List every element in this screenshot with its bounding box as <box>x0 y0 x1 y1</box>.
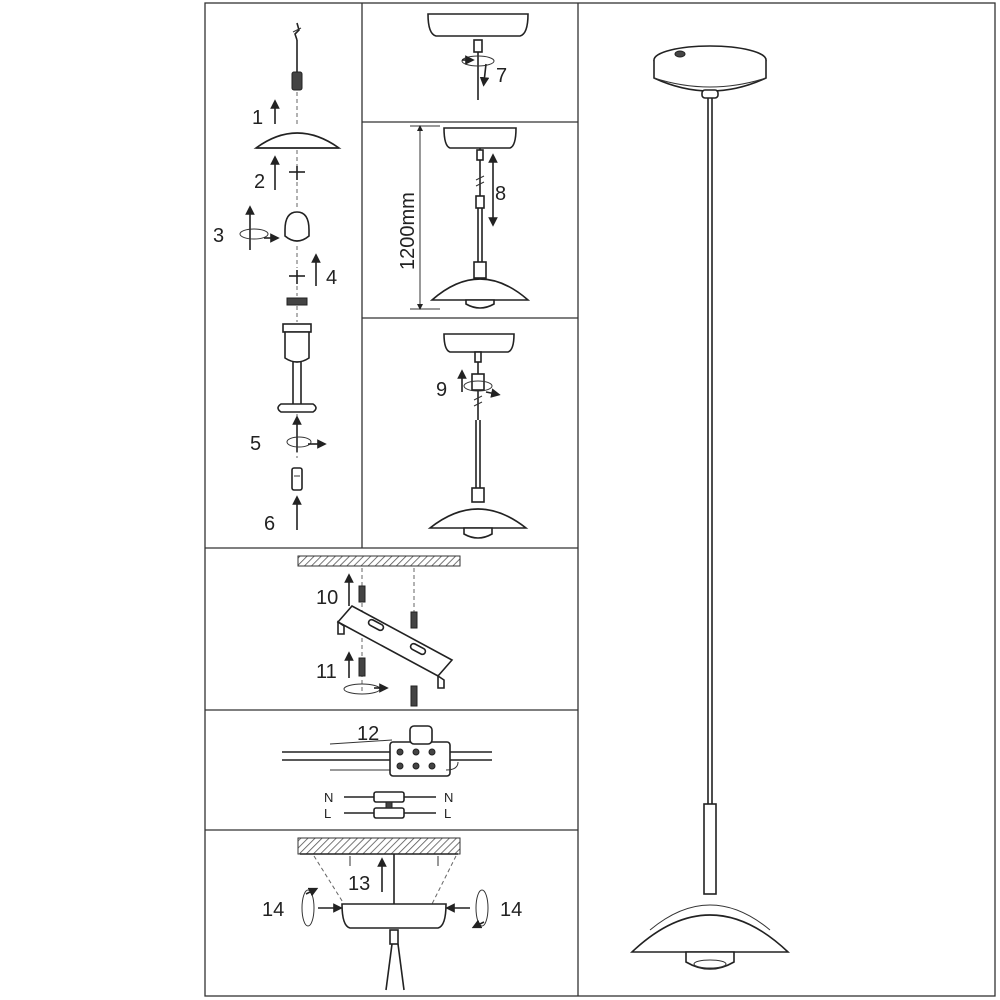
wire-l-left: L <box>324 806 331 821</box>
step-5-label: 5 <box>250 433 261 455</box>
height-adjust-panel: 1200mm 8 <box>397 125 531 310</box>
step-2-label: 2 <box>254 171 265 193</box>
step-1-label: 1 <box>252 107 263 129</box>
lamp-assembly-panel: 1 2 3 4 5 <box>213 22 342 535</box>
step-11-label: 11 <box>316 661 337 683</box>
step-9-label: 9 <box>436 379 447 401</box>
wire-l-right: L <box>444 806 451 821</box>
bracket-mount-panel: 10 11 <box>297 555 461 707</box>
dimension-label: 1200mm <box>397 192 419 270</box>
step-14-left-label: 14 <box>262 899 284 921</box>
wire-n-right: N <box>444 790 453 805</box>
step-8-label: 8 <box>495 183 506 205</box>
panel-frames <box>204 2 996 997</box>
step-7-label: 7 <box>496 65 507 87</box>
step-10-label: 10 <box>316 587 338 609</box>
wire-n-left: N <box>324 790 333 805</box>
step-13-label: 13 <box>348 873 370 895</box>
step-6-label: 6 <box>264 513 275 535</box>
canopy-fix-panel: 13 14 14 <box>262 837 522 991</box>
step-4-label: 4 <box>326 267 337 289</box>
pendant-lamp-overview <box>629 45 791 970</box>
step-12-label: 12 <box>357 723 379 745</box>
step-14-right-label: 14 <box>500 899 522 921</box>
wiring-panel: 12 N L N L <box>282 723 492 821</box>
cable-lock-panel: 9 <box>427 333 529 539</box>
canopy-rotate-panel: 7 <box>427 13 529 100</box>
step-3-label: 3 <box>213 225 224 247</box>
